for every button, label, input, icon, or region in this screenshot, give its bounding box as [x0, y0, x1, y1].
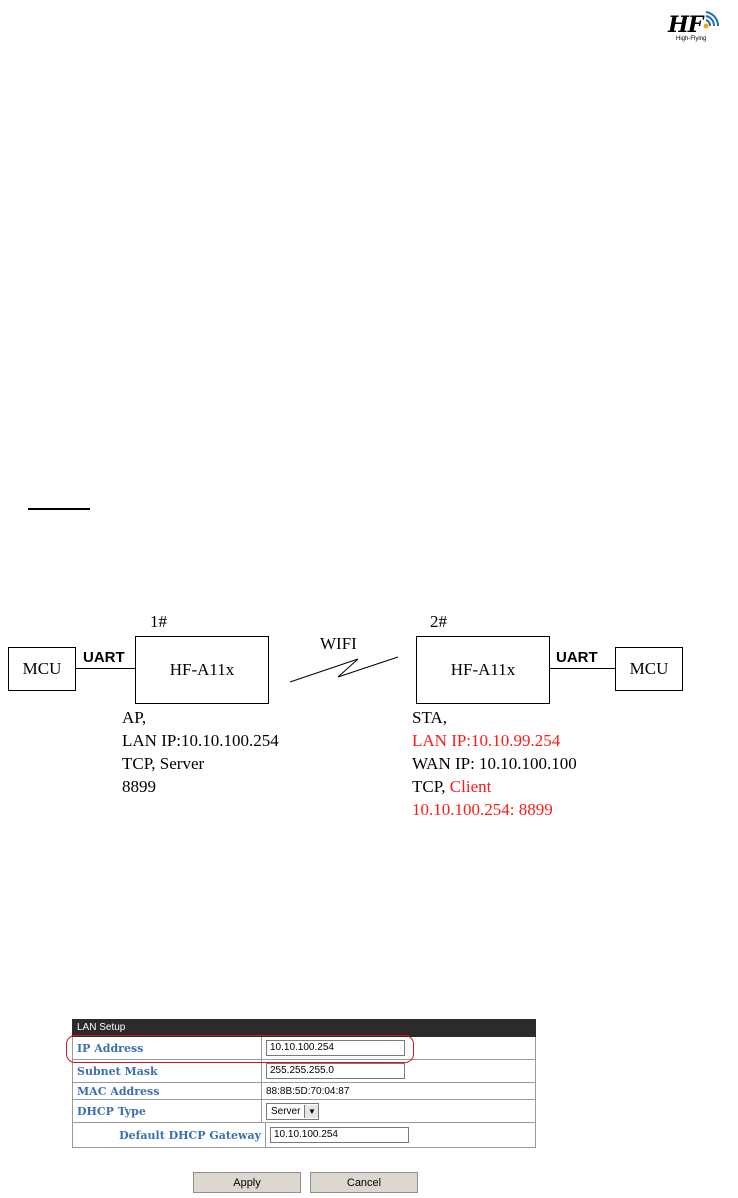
apply-button[interactable]: Apply [193, 1172, 301, 1193]
node2-role: STA, [412, 708, 448, 727]
node2-number: 2# [430, 612, 447, 631]
uart-line-left [75, 668, 135, 669]
uart-label-right: UART [556, 649, 598, 666]
dhcp-type-row: DHCP Type Server ▼ [72, 1100, 536, 1123]
dhcp-type-select[interactable]: Server ▼ [266, 1102, 320, 1120]
node1-role: AP, [122, 708, 147, 727]
ip-address-label: IP Address [73, 1037, 262, 1059]
default-gateway-label: Default DHCP Gateway [73, 1123, 266, 1147]
subnet-mask-input[interactable]: 255.255.255.0 [266, 1063, 405, 1079]
cancel-button[interactable]: Cancel [310, 1172, 418, 1193]
module-box-1: HF-A11x [135, 636, 269, 704]
node2-protocol-prefix: TCP, [412, 777, 450, 796]
lan-setup-title: LAN Setup [72, 1019, 536, 1037]
mcu-box-right: MCU [615, 647, 683, 691]
node1-protocol: TCP, Server [122, 754, 205, 773]
node2-wan-ip: WAN IP: 10.10.100.100 [412, 754, 577, 773]
node2-server-address: 10.10.100.254: 8899 [412, 800, 553, 819]
dhcp-type-label: DHCP Type [73, 1100, 262, 1122]
node1-port: 8899 [122, 777, 156, 796]
subnet-mask-row: Subnet Mask 255.255.255.0 [72, 1060, 536, 1083]
wifi-link-icon [289, 656, 399, 683]
node2-protocol: TCP, Client [412, 777, 491, 797]
default-gateway-input[interactable]: 10.10.100.254 [270, 1127, 409, 1143]
logo-subtitle: High-Flying [676, 36, 707, 42]
wifi-label: WIFI [320, 634, 357, 653]
node1-lan-ip: LAN IP:10.10.100.254 [122, 731, 279, 750]
dhcp-type-value: Server [271, 1105, 301, 1117]
uart-label-left: UART [83, 649, 125, 666]
hf-logo: HF High-Flying [668, 6, 730, 46]
node2-lan-ip: LAN IP:10.10.99.254 [412, 731, 561, 750]
wifi-signal-icon [703, 11, 720, 29]
chevron-down-icon[interactable]: ▼ [304, 1104, 319, 1118]
uart-line-right [549, 668, 615, 669]
mac-address-value: 88:8B:5D:70:04:87 [266, 1085, 350, 1097]
lan-setup-panel: LAN Setup IP Address 10.10.100.254 Subne… [72, 1019, 536, 1148]
mcu-box-left: MCU [8, 647, 76, 691]
node2-protocol-client: Client [449, 777, 492, 796]
subnet-mask-label: Subnet Mask [73, 1060, 262, 1082]
ip-address-input[interactable]: 10.10.100.254 [266, 1040, 405, 1056]
node1-number: 1# [150, 612, 167, 631]
heading-underline [28, 492, 90, 510]
ip-address-row: IP Address 10.10.100.254 [72, 1037, 536, 1060]
mac-address-row: MAC Address 88:8B:5D:70:04:87 [72, 1083, 536, 1100]
mac-address-label: MAC Address [73, 1083, 262, 1099]
default-gateway-row: Default DHCP Gateway 10.10.100.254 [72, 1123, 536, 1148]
module-box-2: HF-A11x [416, 636, 550, 704]
ip-address-highlight [66, 1035, 414, 1063]
logo-mark: HF [668, 12, 703, 38]
